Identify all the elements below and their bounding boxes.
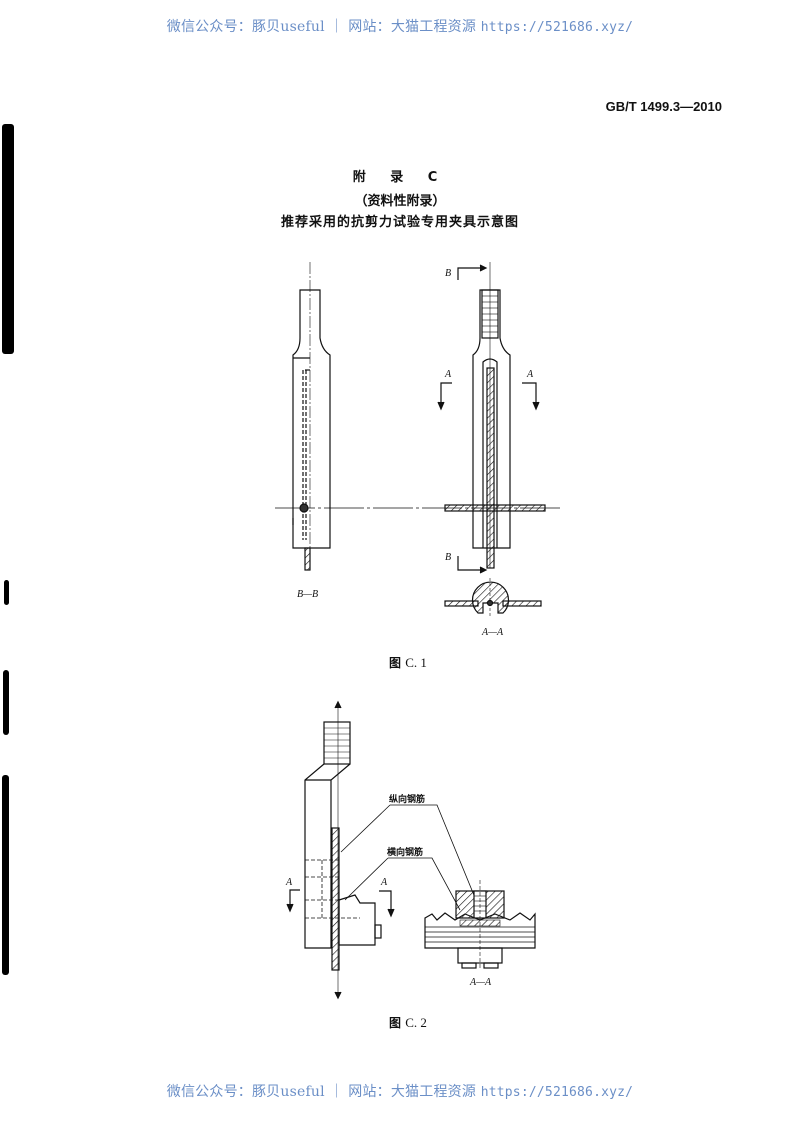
label-section-a-right: A bbox=[381, 877, 388, 888]
label-section-a-right: A bbox=[527, 369, 534, 380]
label-section-b-top: B bbox=[445, 268, 452, 279]
figure-c1-drawing bbox=[275, 262, 560, 618]
label-section-a-left: A bbox=[286, 877, 293, 888]
watermark-url[interactable]: https://521686.xyz/ bbox=[480, 20, 634, 35]
scan-edge-artifact bbox=[3, 670, 9, 735]
watermark-bottom: 微信公众号：豚贝useful ｜ 网站：大猫工程资源 https://52168… bbox=[0, 1081, 800, 1101]
label-transverse-rebar: 横向钢筋 bbox=[387, 848, 424, 858]
label-section-aa: A—A bbox=[470, 977, 492, 988]
label-section-bb: B—B bbox=[297, 589, 319, 600]
watermark-text: 微信公众号：豚贝useful ｜ 网站：大猫工程资源 bbox=[166, 19, 481, 35]
standard-code: GB/T 1499.3—2010 bbox=[605, 99, 722, 114]
caption-number: C. 2 bbox=[405, 1015, 427, 1030]
label-section-a-left: A bbox=[445, 369, 452, 380]
appendix-title: 附 录 C bbox=[352, 170, 448, 185]
figure-c2-caption: 图 C. 2 bbox=[389, 1014, 427, 1031]
appendix-subtitle: （资料性附录） bbox=[354, 194, 446, 209]
scan-edge-artifact bbox=[4, 580, 9, 605]
label-section-b-bottom: B bbox=[445, 552, 452, 563]
figure-c2-drawing bbox=[286, 700, 536, 1000]
watermark-top: 微信公众号：豚贝useful ｜ 网站：大猫工程资源 https://52168… bbox=[0, 16, 800, 36]
watermark-url[interactable]: https://521686.xyz/ bbox=[480, 1085, 634, 1100]
caption-number: C. 1 bbox=[405, 655, 427, 670]
label-longitudinal-rebar: 纵向钢筋 bbox=[389, 795, 426, 805]
label-section-aa: A—A bbox=[482, 627, 504, 638]
caption-prefix: 图 bbox=[389, 656, 402, 670]
caption-prefix: 图 bbox=[389, 1016, 402, 1030]
figure-c1-caption: 图 C. 1 bbox=[389, 654, 427, 671]
scan-edge-artifact bbox=[2, 124, 14, 354]
watermark-text: 微信公众号：豚贝useful ｜ 网站：大猫工程资源 bbox=[166, 1084, 481, 1100]
scan-edge-artifact bbox=[2, 775, 9, 975]
appendix-heading: 推荐采用的抗剪力试验专用夹具示意图 bbox=[280, 215, 519, 230]
